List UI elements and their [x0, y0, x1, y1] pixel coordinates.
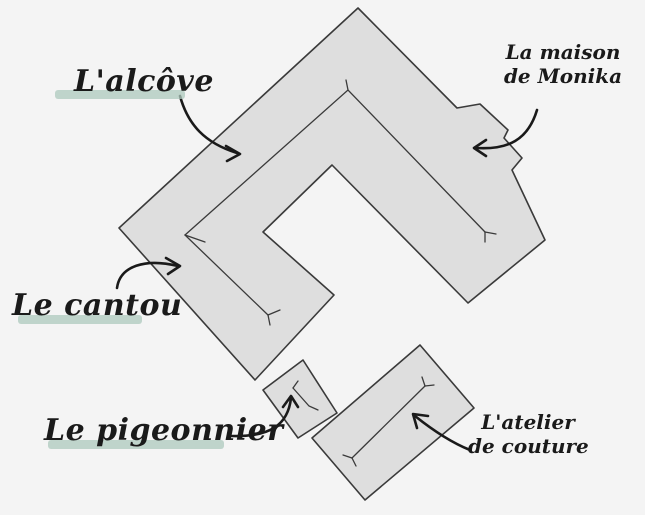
main-building-outline — [118, 7, 546, 381]
label-atelier-line2: de couture — [468, 434, 589, 458]
atelier-building-outline — [311, 344, 475, 501]
pigeonnier-highlight — [48, 440, 224, 449]
label-maison: La maison de Monika — [497, 40, 629, 88]
label-maison-line2: de Monika — [503, 64, 623, 88]
label-atelier: L'atelier de couture — [468, 410, 589, 458]
arrow-alcove — [178, 94, 239, 155]
label-maison-line1: La maison — [505, 40, 621, 64]
arrow-pigeonnier — [230, 396, 293, 438]
alcove-highlight — [55, 90, 185, 99]
arrow-canton — [115, 261, 180, 290]
label-atelier-line1: L'atelier — [481, 410, 575, 434]
label-canton: Le cantou — [12, 288, 183, 323]
label-pigeonnier: Le pigeonnier — [44, 413, 284, 448]
arrow-atelier — [413, 414, 472, 452]
label-alcove: L'alcôve — [74, 64, 214, 99]
canton-highlight — [18, 315, 142, 324]
pigeonnier-building-outline — [262, 359, 338, 439]
pointer-arrows — [115, 94, 539, 452]
roof-ridges — [184, 79, 497, 467]
arrow-maison — [474, 108, 539, 150]
